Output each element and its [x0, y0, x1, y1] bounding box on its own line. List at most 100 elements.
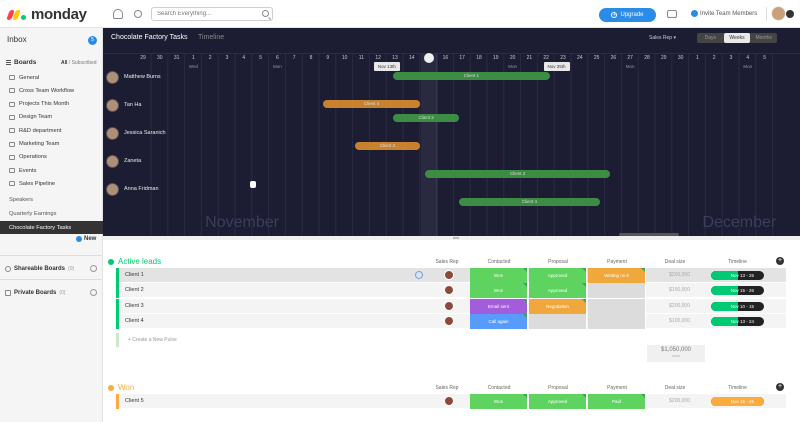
- status-cell-proposal[interactable]: Approved: [529, 268, 587, 283]
- sidebar-item-r-d-department[interactable]: R&D department: [0, 124, 103, 137]
- avatar[interactable]: [106, 182, 119, 196]
- deal-size-value[interactable]: $100,000: [669, 317, 690, 324]
- timeline-range-pill[interactable]: Nov 13 - 24: [711, 316, 764, 326]
- timescale-weeks[interactable]: Weeks: [723, 33, 751, 43]
- search-icon[interactable]: [262, 10, 269, 17]
- sales-rep-avatar[interactable]: [444, 270, 454, 280]
- sidebar-item-chocolate-factory-tasks[interactable]: Chocolate Factory Tasks: [0, 221, 103, 234]
- timescale-months[interactable]: Months: [755, 35, 772, 41]
- notifications-bell-icon[interactable]: [113, 9, 123, 19]
- group-by-dropdown[interactable]: Sales Rep ▾: [649, 35, 676, 41]
- column-header-deal-size[interactable]: Deal size: [664, 385, 686, 391]
- deal-size-value[interactable]: $200,000: [669, 398, 690, 404]
- timeline-range-pill[interactable]: Nov 10 - 15: [711, 301, 764, 311]
- timeline-range-pill[interactable]: Nov 15 - 25: [711, 397, 764, 406]
- avatar[interactable]: [106, 126, 119, 140]
- pulse-name[interactable]: Client 4: [125, 317, 144, 324]
- timeline-bar[interactable]: Client 1: [393, 72, 550, 80]
- resize-handle[interactable]: [103, 236, 800, 240]
- column-header-timeline[interactable]: Timeline: [728, 259, 747, 265]
- deal-size-value[interactable]: $200,000: [669, 272, 690, 278]
- status-cell-payment[interactable]: Waiting on it: [588, 268, 646, 283]
- search-input[interactable]: [152, 8, 252, 20]
- column-header-deal-size[interactable]: Deal size: [664, 259, 686, 265]
- timeline-bar[interactable]: Client 4: [322, 100, 421, 108]
- pulse-name[interactable]: Client 3: [125, 302, 144, 309]
- column-header-proposal[interactable]: Proposal: [548, 259, 568, 265]
- sidebar-item-quarterly-earnings[interactable]: Quarterly Earnings: [9, 210, 57, 217]
- column-header-timeline[interactable]: Timeline: [728, 385, 747, 391]
- add-column-button[interactable]: +: [776, 257, 784, 265]
- sidebar-item-speakers[interactable]: Speakers: [9, 196, 34, 203]
- column-header-proposal[interactable]: Proposal: [548, 385, 568, 391]
- invite-team-members-link[interactable]: Invite Team Members: [691, 10, 757, 17]
- timeline-bar[interactable]: Client 4: [458, 198, 600, 206]
- column-header-payment[interactable]: Payment: [607, 385, 627, 391]
- status-cell-proposal[interactable]: Negotiation: [529, 298, 587, 314]
- sales-rep-avatar[interactable]: [444, 315, 454, 326]
- timeline-scrollbar[interactable]: [619, 233, 679, 236]
- status-cell-proposal[interactable]: Approved: [529, 394, 587, 409]
- column-header-sales-rep[interactable]: Sales Rep: [435, 259, 459, 265]
- status-cell-contacted[interactable]: Won: [470, 394, 528, 409]
- status-cell-payment[interactable]: [588, 313, 646, 329]
- avatar[interactable]: [106, 70, 119, 84]
- sidebar-item-marketing-team[interactable]: Marketing Team: [0, 138, 103, 151]
- sidebar-item-general[interactable]: General: [0, 71, 103, 84]
- filter-subscribed[interactable]: Subscribed: [71, 60, 97, 66]
- timeline-bar[interactable]: Client 2: [393, 114, 459, 122]
- user-menu-icon[interactable]: [786, 10, 794, 18]
- sidebar-item-projects-this-month[interactable]: Projects This Month: [0, 98, 103, 111]
- add-shareable-board-icon[interactable]: [90, 265, 97, 272]
- timeline-bar[interactable]: Client 3: [354, 142, 421, 150]
- pulse-name[interactable]: Client 2: [125, 287, 144, 294]
- sidebar-item-events[interactable]: Events: [0, 164, 103, 177]
- deal-size-value[interactable]: $150,000: [669, 287, 690, 294]
- collapse-group-icon[interactable]: [108, 384, 114, 391]
- status-cell-contacted[interactable]: Won: [470, 283, 528, 299]
- people-icon[interactable]: [134, 10, 142, 18]
- sales-rep-avatar[interactable]: [444, 396, 454, 406]
- sidebar-item-design-team[interactable]: Design Team: [0, 111, 103, 124]
- upgrade-button[interactable]: + Upgrade: [599, 8, 656, 22]
- status-cell-payment[interactable]: [588, 298, 646, 314]
- column-header-payment[interactable]: Payment: [607, 259, 627, 265]
- table-row[interactable]: Client 4 Call again $100,000 Nov 13 - 24: [116, 313, 786, 329]
- new-board-button[interactable]: New: [76, 236, 96, 242]
- sidebar-item-cross-team-workflow[interactable]: Cross Team Workflow: [0, 84, 103, 97]
- status-cell-contacted[interactable]: Call again: [470, 313, 528, 329]
- timeline-range-pill[interactable]: Nov 15 - 26: [711, 286, 764, 296]
- sales-rep-avatar[interactable]: [444, 300, 454, 311]
- timeline-range-pill[interactable]: Nov 13 - 25: [711, 271, 764, 280]
- filter-all[interactable]: All: [61, 60, 68, 66]
- private-boards-section[interactable]: Private Boards (0): [0, 279, 103, 305]
- sidebar-item-operations[interactable]: Operations: [0, 151, 103, 164]
- pulse-name[interactable]: Client 1: [125, 272, 144, 278]
- pulse-name[interactable]: Client 5: [125, 398, 144, 404]
- column-header-contacted[interactable]: Contacted: [487, 385, 511, 391]
- status-cell-proposal[interactable]: Approved: [529, 283, 587, 299]
- group-title[interactable]: Active leads: [108, 257, 161, 266]
- shareable-boards-section[interactable]: Shareable Boards (0): [0, 255, 103, 281]
- avatar[interactable]: [106, 98, 119, 112]
- inbox-link[interactable]: Inbox: [7, 35, 27, 44]
- add-column-button[interactable]: +: [776, 383, 784, 391]
- group-title[interactable]: Won: [108, 383, 134, 392]
- collapse-group-icon[interactable]: [108, 258, 114, 265]
- column-header-contacted[interactable]: Contacted: [487, 259, 511, 265]
- status-cell-contacted[interactable]: Email sent: [470, 298, 528, 314]
- deal-size-value[interactable]: $200,000: [669, 302, 690, 309]
- timescale-days[interactable]: Days: [704, 35, 717, 41]
- add-private-board-icon[interactable]: [90, 289, 97, 296]
- column-header-sales-rep[interactable]: Sales Rep: [435, 385, 459, 391]
- create-new-pulse-input[interactable]: + Create a New Pulse: [116, 333, 786, 347]
- status-cell-contacted[interactable]: Won: [470, 268, 528, 283]
- sales-rep-avatar[interactable]: [444, 285, 454, 296]
- chat-icon[interactable]: [667, 10, 677, 18]
- brand-logo[interactable]: monday: [6, 5, 87, 23]
- search-box[interactable]: [151, 7, 273, 21]
